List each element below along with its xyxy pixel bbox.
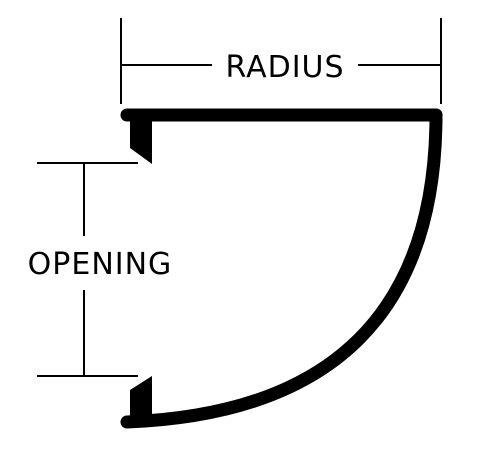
opening-label: OPENING — [28, 247, 173, 282]
shape-top-lip — [130, 118, 152, 164]
shape-bottom-lip — [130, 376, 152, 420]
shape-curved-edge — [120, 108, 443, 429]
radius-label: RADIUS — [225, 50, 344, 85]
